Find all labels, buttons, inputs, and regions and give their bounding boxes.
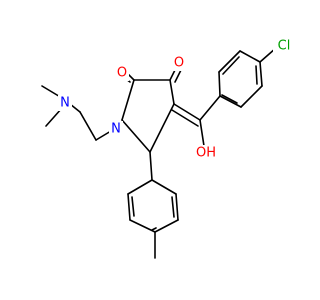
cp-inner-2 <box>221 94 238 104</box>
atom-cl: Cl <box>273 38 295 54</box>
cp-inner-1 <box>255 65 258 85</box>
c1-to-c2 <box>79 111 97 141</box>
tol-inner-1 <box>171 196 175 218</box>
exo-db-1 <box>173 103 201 121</box>
atom-label-cl: Cl <box>278 39 291 54</box>
cp-inner-3 <box>222 56 240 75</box>
tol-2 <box>175 193 179 221</box>
atom-oh: OH <box>195 145 217 161</box>
bond-layer <box>41 47 277 259</box>
atom-label-n-amine: N <box>60 96 70 111</box>
ring-5 <box>149 103 175 153</box>
ring-1 <box>169 79 175 105</box>
atom-label-o-left: O <box>117 66 127 81</box>
atom-n-ring: N <box>109 121 123 137</box>
atom-label-o-right: O <box>174 56 184 71</box>
cp-bond-5 <box>218 50 241 73</box>
tol-inner-2 <box>131 196 135 217</box>
c-to-oh <box>199 119 205 147</box>
tol-1 <box>151 179 177 195</box>
exo-db-2 <box>171 109 199 127</box>
atom-o-ketone-left: O <box>115 65 129 81</box>
atom-label-oh: OH <box>196 146 216 161</box>
cp-bond-3 <box>219 95 242 108</box>
tol-6 <box>127 179 153 195</box>
ring-4 <box>121 119 151 153</box>
atom-o-ketone-right: O <box>172 55 186 71</box>
cp-bond-4 <box>218 71 221 97</box>
tol-5 <box>127 193 131 221</box>
c-to-ring <box>199 95 221 121</box>
cp-bond-6 <box>239 50 261 63</box>
tol-inner-3 <box>151 227 157 231</box>
cp-bond-2 <box>240 85 263 108</box>
atom-label-n-ring: N <box>111 122 121 137</box>
atom-n-amine: N <box>58 95 72 111</box>
c5-to-tol <box>149 151 153 181</box>
cp-bond-1 <box>259 61 263 87</box>
tol-3 <box>154 219 179 233</box>
tol-4 <box>129 219 156 233</box>
structure-canvas: Cl O O N N OH <box>41 38 295 259</box>
ring-3 <box>121 79 135 121</box>
